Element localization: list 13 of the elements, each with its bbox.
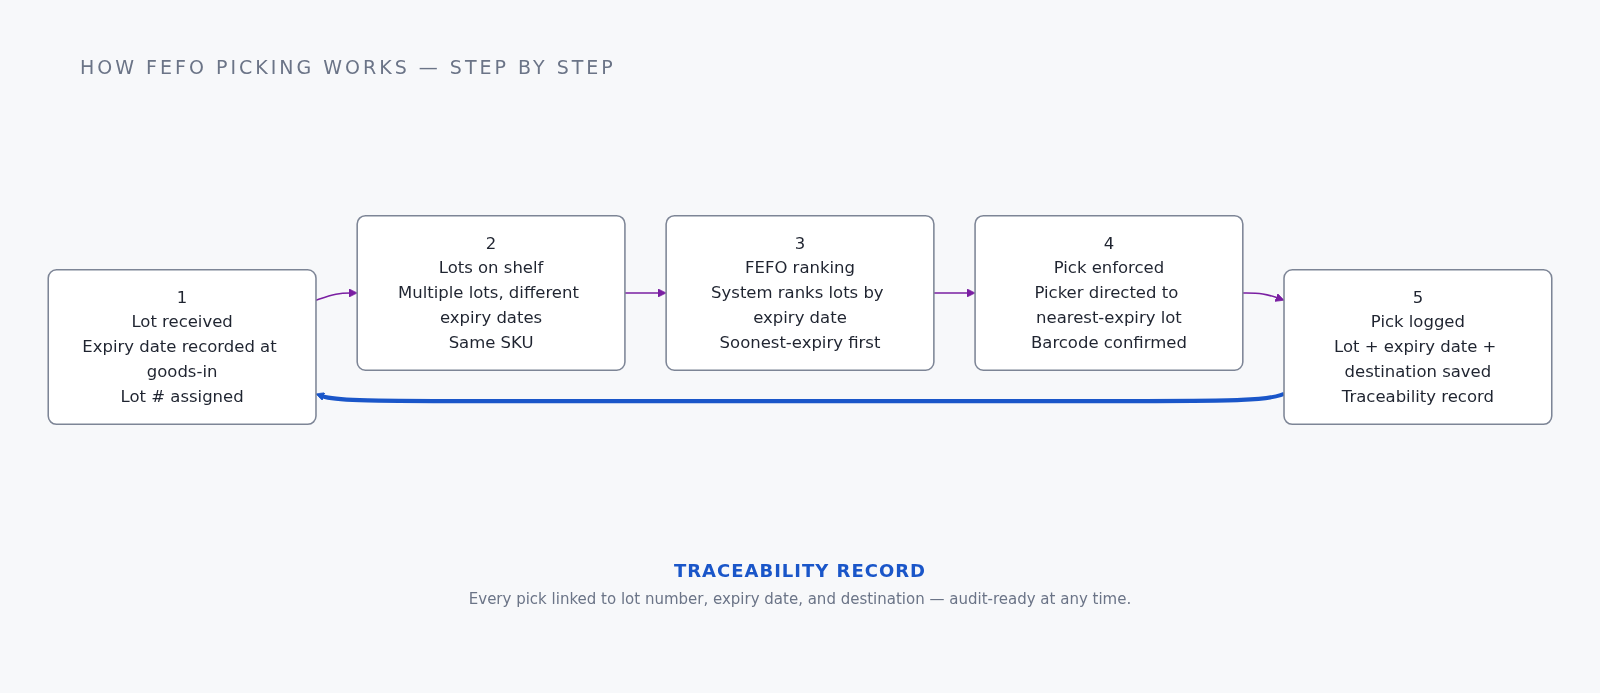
node-box: 3 FEFO ranking System ranks lots by expiry date Soonest-expiry first [665, 214, 935, 371]
section-heading: TRACEABILITY RECORD [673, 560, 927, 581]
arrow [315, 391, 1285, 404]
arrow [624, 288, 667, 298]
node-box: 1 Lot received Expiry date recorded at goods-in Lot # assigned [47, 269, 317, 426]
diagram-title: HOW FEFO PICKING WORKS — STEP BY STEP [80, 56, 616, 78]
arrow [933, 288, 976, 298]
node-box: 4 Pick enforced Picker directed to nearest-expiry lot Barcode confirmed [974, 214, 1244, 371]
arrow [1242, 292, 1285, 302]
arrow [315, 288, 358, 301]
node-box: 2 Lots on shelf Multiple lots, different expiry dates Same SKU [356, 214, 626, 371]
node-box: 5 Pick logged Lot + expiry date + destination saved Traceability record [1283, 269, 1553, 426]
note-text: Every pick linked to lot number, expiry date, and destination — audit-ready at any time. [468, 590, 1132, 608]
